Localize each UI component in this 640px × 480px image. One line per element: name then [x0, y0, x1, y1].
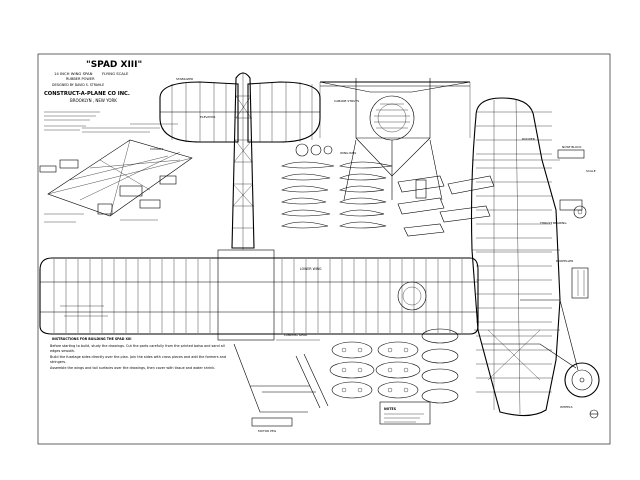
- fuselage-isometric-detail: COCKPIT: [39, 123, 193, 223]
- front-view: CABANE STRUTS: [319, 78, 471, 201]
- fuselage-side-view: RUDDER PROPELLER WHEELS THRUST BEARING N…: [470, 97, 600, 417]
- title-line3: RUBBER POWER: [66, 77, 95, 81]
- label-thrust-bearing: THRUST BEARING: [539, 221, 567, 225]
- title-line4: DESIGNED BY DAVID S. STRAHLE: [52, 83, 104, 87]
- left-notes: [44, 111, 100, 131]
- label-rudder: RUDDER: [522, 137, 535, 141]
- label-cockpit: COCKPIT: [150, 147, 163, 151]
- former-templates: NOTES: [329, 328, 459, 425]
- title-line2: FLYING SCALE: [102, 71, 129, 76]
- instructions-heading: INSTRUCTIONS FOR BUILDING THE SPAD XIII: [52, 337, 131, 341]
- construct-a-plane-logo-icon: [589, 409, 599, 419]
- label-elevator: ELEVATOR: [200, 115, 215, 119]
- company-city: BROOKLYN , NEW YORK: [70, 98, 117, 103]
- instructions-block: INSTRUCTIONS FOR BUILDING THE SPAD XIII: [52, 337, 131, 341]
- instructions-paragraph-3: Assemble the wings and tail surfaces ove…: [50, 366, 216, 371]
- fuselage-top-view: [231, 72, 255, 250]
- instructions-paragraph-2: Build the fuselage sides directly over t…: [50, 355, 226, 364]
- label-wheels: WHEELS: [560, 405, 573, 409]
- wing-rib-templates: WING RIBS: [281, 143, 495, 237]
- lower-wing-plan: LOWER WING: [39, 249, 479, 341]
- title-line1: 14 INCH WING SPAN: [54, 71, 93, 76]
- label-wing-ribs: WING RIBS: [340, 151, 356, 155]
- landing-gear-details: LANDING GEAR MOTOR PEG: [233, 333, 329, 433]
- sheet-border: [37, 53, 611, 445]
- label-notes: NOTES: [384, 407, 397, 411]
- label-cabane-struts: CABANE STRUTS: [334, 99, 359, 103]
- label-stabilizer: STABILIZER: [176, 77, 193, 81]
- stabilizer-elevator-plan: STABILIZER ELEVATOR: [159, 77, 321, 143]
- title-block: "SPAD XIII" 14 INCH WING SPAN FLYING SCA…: [44, 60, 142, 103]
- instructions-text: Before starting to build, study the draw…: [50, 344, 230, 434]
- label-nose-block: NOSE BLOCK: [562, 145, 582, 149]
- label-scale: SCALE: [586, 169, 596, 173]
- title-text: "SPAD XIII": [86, 60, 142, 70]
- label-motor-peg: MOTOR PEG: [258, 429, 277, 433]
- instructions-paragraph-1: Before starting to build, study the draw…: [50, 344, 225, 353]
- label-propeller: PROPELLER: [556, 259, 573, 263]
- label-landing-gear: LANDING GEAR: [284, 333, 307, 337]
- label-lower-wing: LOWER WING: [300, 267, 322, 271]
- company-name: CONSTRUCT-A-PLANE CO INC.: [44, 91, 130, 97]
